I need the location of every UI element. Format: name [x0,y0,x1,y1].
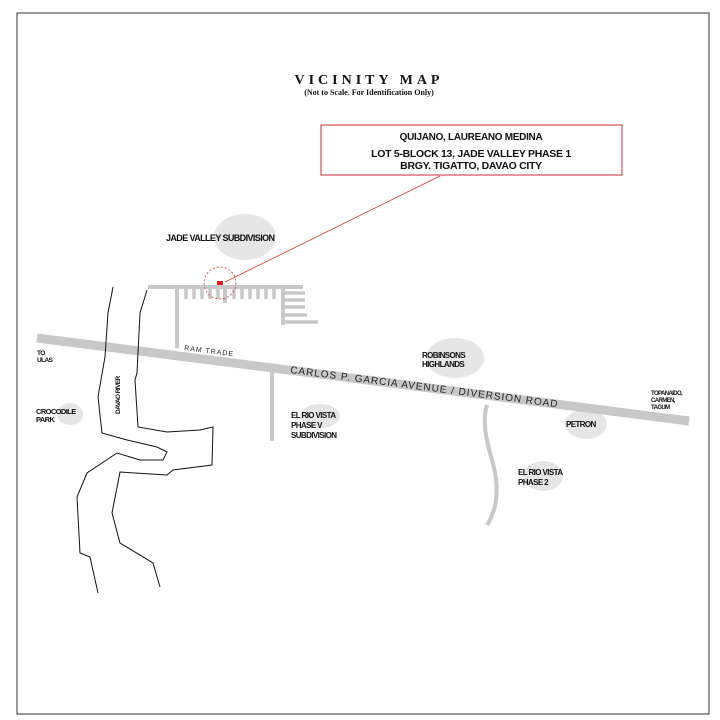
roads [36,285,690,527]
label-riovista5-3: SUBDIVISION [291,431,337,440]
label-jade-valley: JADE VALLEY SUBDIVISION [166,233,274,243]
label-riovista5-2: PHASE V [291,421,323,430]
label-petron: PETRON [566,420,597,429]
label-east-2: CARMEN, [651,398,676,404]
label-crocodile-2: PARK [36,415,55,424]
davao-river [76,286,214,594]
map-title: VICINITY MAP [295,73,444,88]
petron-area [565,409,607,439]
owner-lot: LOT 5-BLOCK 13, JADE VALLEY PHASE 1 [371,148,571,160]
landmark-areas [57,214,607,491]
label-riovista2-1: EL RIO VISTA [518,468,563,477]
label-riovista5-1: EL RIO VISTA [291,411,336,420]
label-robinsons-1: ROBINSONS [422,351,466,360]
rio-vista-2-area [523,461,563,491]
label-crocodile-1: CROCODILE [36,407,76,416]
jade-valley-area [214,214,276,260]
owner-name: QUIJANO, LAUREANO MEDINA [400,132,543,143]
lot-marker [217,281,223,285]
rio-vista-2-road [482,404,499,527]
leader-line [224,175,441,283]
label-robinsons-2: HIGHLANDS [422,360,465,369]
lot-highlight-circle [203,266,237,300]
label-main-road: CARLOS P. GARCIA AVENUE / DIVERSION ROAD [290,365,559,410]
crocodile-park-area [57,403,83,425]
label-davao-river: DAVAO RIVER [115,376,122,414]
label-to-ulas-1: TO [37,350,45,357]
rio-vista-v-area [300,404,340,428]
robinsons-area [426,338,484,378]
label-east-1: TOPANAIDO, [651,391,683,397]
map-subtitle: (Not to Scale. For Identification Only) [304,88,434,97]
label-riovista2-2: PHASE 2 [518,478,549,487]
owner-box [320,124,623,176]
main-road [36,333,690,426]
label-east-3: TAGUM [651,405,670,411]
label-to-ulas-2: ULAS [37,357,54,364]
map-border [16,12,710,715]
owner-barangay: BRGY. TIGATTO, DAVAO CITY [400,160,542,172]
